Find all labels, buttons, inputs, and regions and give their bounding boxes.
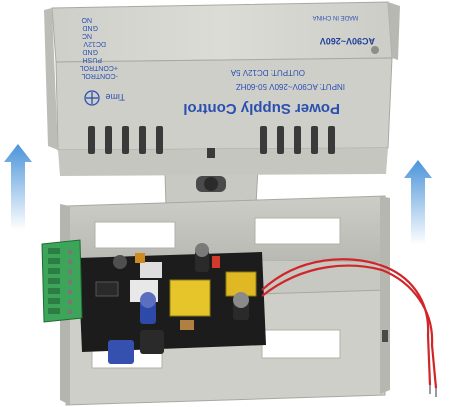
svg-text:+CONTROL: +CONTROL [80, 64, 118, 71]
ac-range: AC90V~260V [320, 36, 375, 46]
svg-text:NO: NO [81, 16, 92, 23]
lid-vents-left [88, 126, 163, 154]
origin-label: MADE IN CHINA [313, 14, 358, 20]
enclosure-lid [44, 1, 400, 208]
up-arrow-icon [4, 144, 32, 230]
svg-text:NC: NC [82, 32, 92, 39]
wire-tips [429, 385, 437, 397]
potentiometer-icon [84, 90, 100, 106]
circuit-board [78, 243, 266, 364]
lid-vents-right [260, 126, 335, 154]
svg-text:-CONTROL: -CONTROL [81, 72, 118, 79]
svg-text:DC12V: DC12V [83, 40, 106, 47]
up-arrow-icon [404, 160, 432, 245]
front-cutout-right [261, 329, 341, 359]
power-wires [261, 258, 438, 389]
svg-text:GND: GND [82, 48, 98, 55]
terminal-block [41, 239, 83, 323]
output-spec: OUTPUT: DC12V 5A [230, 68, 305, 77]
lid-label-area: Power Supply Control INPUT: AC90V~260V 5… [80, 14, 375, 117]
time-label: Time [105, 92, 125, 102]
product-title: Power Supply Control [183, 100, 340, 117]
terminal-labels: NO GND NC DC12V GND PUSH +CONTROL -CONTR… [80, 16, 118, 79]
input-spec: INPUT: AC90V~260V 50-60HZ [236, 82, 345, 91]
svg-text:GND: GND [82, 24, 98, 31]
svg-text:PUSH: PUSH [83, 56, 102, 63]
